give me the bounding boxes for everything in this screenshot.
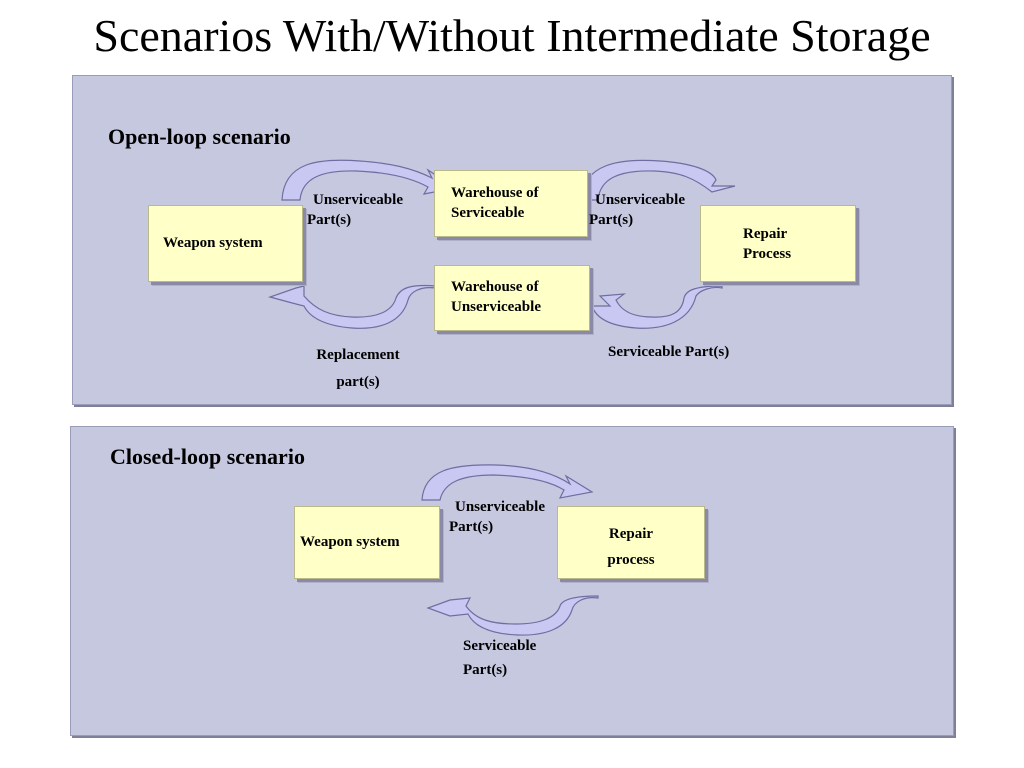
warehouse-unserviceable-box: Warehouse of Unserviceable (434, 265, 590, 331)
closed-weapon-system-box: Weapon system (294, 506, 440, 579)
closed-unserviceable-text: Unserviceable Part(s) (449, 499, 545, 535)
closed-weapon-system-label: Weapon system (300, 534, 400, 550)
open-serviceable-label: Serviceable Part(s) (608, 344, 730, 360)
open-unserviceable-right-label: Unserviceable Part(s) (589, 190, 719, 230)
warehouse-serviceable-box: Warehouse of Serviceable (434, 170, 588, 237)
closed-serviceable-text: Serviceable Part(s) (463, 638, 537, 678)
open-replacement-label: Replacement part(s) (298, 342, 418, 396)
warehouse-unserviceable-label: Warehouse of Unserviceable (451, 279, 541, 315)
page-title: Scenarios With/Without Intermediate Stor… (93, 10, 931, 61)
open-repair-process-label: Repair Process (743, 226, 792, 262)
open-repair-process-box: Repair Process (700, 205, 856, 282)
open-replacement-text: Replacement part(s) (316, 347, 400, 390)
closed-loop-heading: Closed-loop scenario (110, 444, 305, 469)
open-weapon-system-label: Weapon system (163, 235, 263, 251)
open-loop-heading: Open-loop scenario (108, 124, 291, 149)
open-weapon-system-box: Weapon system (148, 205, 303, 282)
closed-loop-panel (70, 426, 954, 736)
closed-repair-process-box: Repair process (557, 506, 705, 579)
closed-serviceable-label: Serviceable Part(s) (463, 634, 573, 682)
closed-unserviceable-label: Unserviceable Part(s) (449, 497, 579, 537)
open-unserviceable-right-text: Unserviceable Part(s) (589, 192, 685, 228)
open-unserviceable-left-text: Unserviceable Part(s) (307, 192, 403, 228)
open-unserviceable-left-label: Unserviceable Part(s) (307, 190, 437, 230)
warehouse-serviceable-label: Warehouse of Serviceable (451, 185, 539, 221)
closed-repair-process-label: Repair process (607, 526, 655, 568)
